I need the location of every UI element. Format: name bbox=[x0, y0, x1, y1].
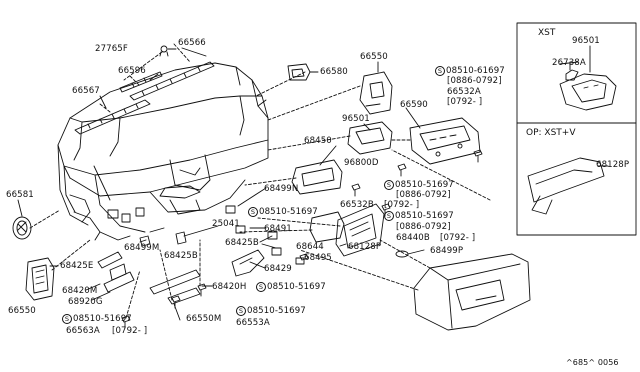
label-27765f: 27765F bbox=[95, 44, 128, 54]
defroster-grille bbox=[74, 61, 215, 135]
screw-symbol-icon: S bbox=[435, 66, 445, 76]
label-68425b-a: 68425B bbox=[225, 238, 259, 248]
inset-label-26738a: 26738A bbox=[552, 58, 586, 68]
instrument-panel-body bbox=[57, 62, 269, 241]
label-68499m: 68499M bbox=[124, 243, 160, 253]
label-68491: 68491 bbox=[264, 224, 292, 234]
label-68499p: 68499P bbox=[430, 246, 464, 256]
label-66580: 66580 bbox=[320, 67, 348, 77]
label-66550-top: 66550 bbox=[360, 52, 388, 62]
label-s2-range: [0886-0792] bbox=[396, 190, 451, 200]
screw-symbol-icon: S bbox=[236, 306, 246, 316]
inset-label-96501: 96501 bbox=[572, 36, 600, 46]
label-66553a: 66553A bbox=[236, 318, 270, 328]
label-s4-range: [0886-0792] bbox=[396, 222, 451, 232]
screw-symbol-icon: S bbox=[384, 211, 394, 221]
screw-symbol-icon: S bbox=[248, 207, 258, 217]
label-96501: 96501 bbox=[342, 114, 370, 124]
label-68425e: 68425E bbox=[60, 261, 94, 271]
label-66532b: 66532B bbox=[340, 200, 374, 210]
label-s7-range: [0792- ] bbox=[112, 326, 148, 336]
inset-label-68128p: 68128P bbox=[596, 160, 630, 170]
screw-symbol-icon: S bbox=[384, 180, 394, 190]
label-66567: 66567 bbox=[72, 86, 100, 96]
label-68420m: 68420M bbox=[62, 286, 98, 296]
footer-code: ^685^ 0056 bbox=[566, 358, 619, 367]
label-66596: 66596 bbox=[118, 66, 146, 76]
label-s1-range2: [0792- ] bbox=[447, 97, 483, 107]
label-96800d: 96800D bbox=[344, 158, 379, 168]
label-s4-range2: [0792- ] bbox=[440, 233, 476, 243]
screw-symbol-icon: S bbox=[62, 314, 72, 324]
label-68644: 68644 bbox=[296, 242, 324, 252]
label-68450: 68450 bbox=[304, 136, 332, 146]
label-68499n: 68499N bbox=[264, 184, 299, 194]
label-66550m: 66550M bbox=[186, 314, 222, 324]
label-66581: 66581 bbox=[6, 190, 34, 200]
label-66563a: 66563A bbox=[66, 326, 100, 336]
label-66550-bot: 66550 bbox=[8, 306, 36, 316]
screw-symbol-icon: S bbox=[256, 282, 266, 292]
inset-op-title: OP: XST+V bbox=[526, 128, 576, 138]
label-66566: 66566 bbox=[178, 38, 206, 48]
label-66590: 66590 bbox=[400, 100, 428, 110]
label-68420h: 68420H bbox=[212, 282, 247, 292]
label-s2-range2: [0792- ] bbox=[384, 200, 420, 210]
label-68425b-b: 68425B bbox=[164, 251, 198, 261]
label-68495: 68495 bbox=[304, 253, 332, 263]
label-68128p: 68128P bbox=[348, 242, 382, 252]
label-25041: 25041 bbox=[212, 219, 240, 229]
label-s1-range: [0886-0792] bbox=[447, 76, 502, 86]
label-68920g: 68920G bbox=[68, 297, 103, 307]
label-68440b: 68440B bbox=[396, 233, 430, 243]
label-68429: 68429 bbox=[264, 264, 292, 274]
label-66532a: 66532A bbox=[447, 87, 481, 97]
inset-xst-title: XST bbox=[538, 28, 556, 38]
dash-panel-strip bbox=[119, 71, 163, 93]
